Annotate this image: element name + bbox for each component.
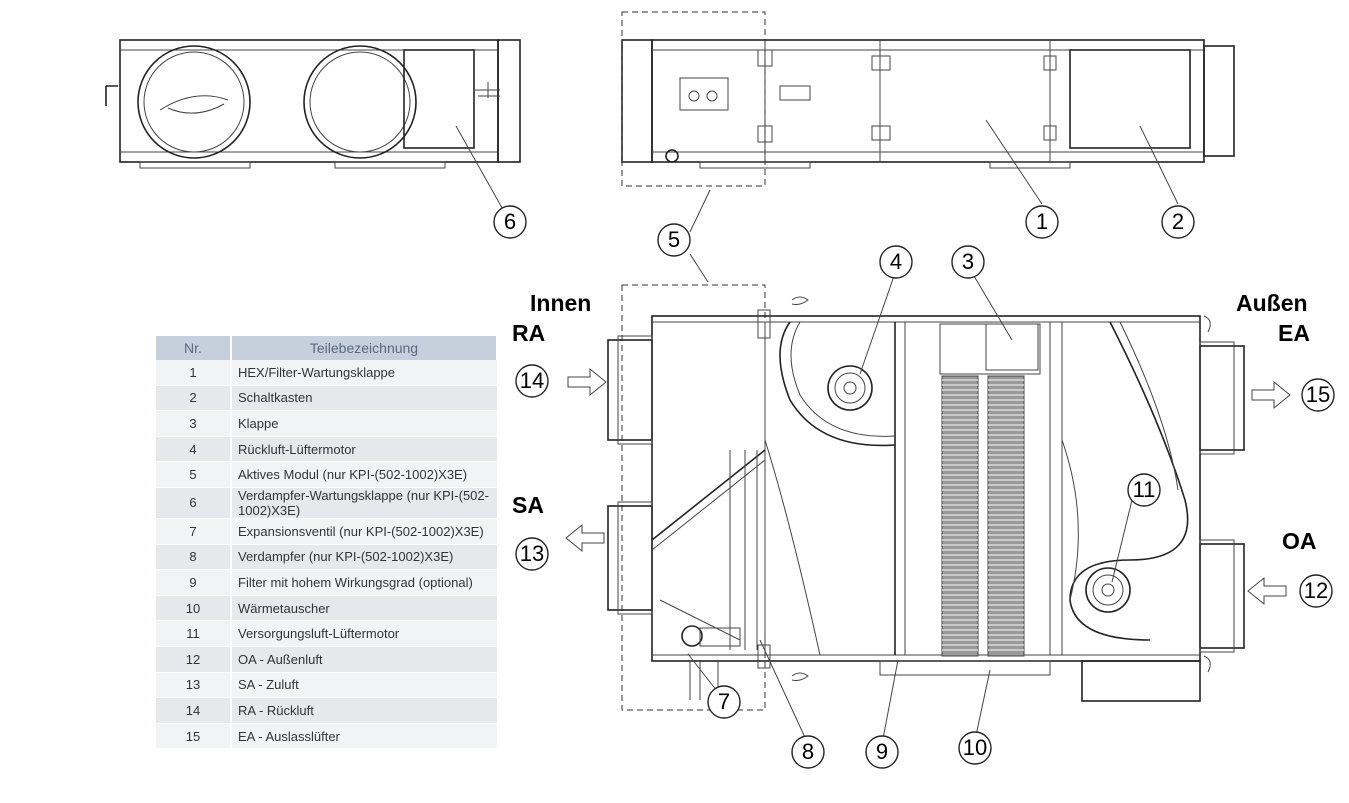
- row-number: 13: [156, 672, 232, 699]
- callout-11: 11: [1127, 473, 1161, 507]
- callout-2: 2: [1161, 205, 1195, 239]
- row-number: 14: [156, 697, 232, 724]
- row-number: 7: [156, 518, 232, 545]
- callout-number: 9: [876, 739, 888, 764]
- leader-lines: [455, 119, 1179, 745]
- row-description: Aktives Modul (nur KPI-(502-1002)X3E): [231, 461, 497, 488]
- callout-15: 15: [1301, 378, 1335, 412]
- row-description: Wärmetauscher: [231, 595, 497, 622]
- header-desc: Teilebezeichnung: [231, 336, 498, 360]
- callout-1: 1: [1025, 205, 1059, 239]
- row-description: OA - Außenluft: [231, 646, 497, 673]
- row-description: Verdampfer-Wartungsklappe (nur KPI-(502-…: [231, 487, 497, 519]
- heat-exchanger: [879, 323, 1201, 702]
- oa-label: OA: [1282, 528, 1317, 554]
- callout-number: 12: [1304, 578, 1328, 603]
- row-description: Filter mit hohem Wirkungsgrad (optional): [231, 569, 497, 596]
- callout-4: 4: [879, 245, 913, 279]
- callout-6: 6: [493, 205, 527, 239]
- callout-number: 5: [668, 227, 680, 252]
- row-number: 3: [156, 410, 232, 437]
- row-number: 12: [156, 646, 232, 673]
- callout-9: 9: [865, 735, 899, 769]
- callout-5: 5: [657, 223, 691, 257]
- callout-number: 6: [504, 209, 516, 234]
- oa-arrow-icon: [1247, 576, 1287, 606]
- callout-13: 13: [515, 537, 549, 571]
- callout-number: 1: [1036, 209, 1048, 234]
- callout-3: 3: [951, 245, 985, 279]
- row-description: Expansionsventil (nur KPI-(502-1002)X3E): [231, 518, 497, 545]
- callout-number: 10: [963, 735, 987, 760]
- row-number: 10: [156, 595, 232, 622]
- callout-number: 14: [520, 368, 544, 393]
- row-description: Rückluft-Lüftermotor: [231, 436, 497, 463]
- row-description: SA - Zuluft: [231, 672, 497, 699]
- callout-12: 12: [1299, 574, 1333, 608]
- row-number: 1: [156, 360, 232, 386]
- ea-label: EA: [1278, 320, 1310, 346]
- callout-number: 4: [890, 249, 902, 274]
- callout-number: 3: [962, 249, 974, 274]
- callout-number: 13: [520, 541, 544, 566]
- side-view-left: [105, 39, 521, 169]
- header-nr: Nr.: [156, 336, 232, 360]
- row-number: 6: [156, 487, 232, 519]
- callout-10: 10: [958, 731, 992, 765]
- row-description: Verdampfer (nur KPI-(502-1002)X3E): [231, 544, 497, 571]
- row-number: 11: [156, 620, 232, 647]
- row-number: 9: [156, 569, 232, 596]
- aussen-label: Außen: [1236, 290, 1308, 316]
- row-description: Schaltkasten: [231, 385, 497, 412]
- innen-label: Innen: [530, 290, 591, 316]
- plan-view: [607, 296, 1245, 700]
- row-number: 4: [156, 436, 232, 463]
- row-description: HEX/Filter-Wartungsklappe: [231, 360, 497, 386]
- callout-number: 11: [1133, 477, 1156, 502]
- row-description: Klappe: [231, 410, 497, 437]
- ra-label: RA: [512, 320, 545, 346]
- row-description: EA - Auslasslüfter: [231, 723, 497, 750]
- row-number: 5: [156, 461, 232, 488]
- callout-number: 2: [1172, 209, 1184, 234]
- callout-number: 7: [718, 689, 730, 714]
- callout-number: 15: [1306, 382, 1330, 407]
- ra-arrow-icon: [567, 367, 607, 397]
- row-number: 2: [156, 385, 232, 412]
- row-number: 15: [156, 723, 232, 750]
- callout-number: 8: [802, 739, 814, 764]
- callout-8: 8: [791, 735, 825, 769]
- active-module-frame-top: [621, 11, 766, 187]
- sa-arrow-icon: [565, 523, 605, 553]
- callout-14: 14: [515, 364, 549, 398]
- row-number: 8: [156, 544, 232, 571]
- ea-arrow-icon: [1251, 380, 1291, 410]
- row-description: RA - Rückluft: [231, 697, 497, 724]
- side-view-right: [621, 39, 1235, 169]
- callout-7: 7: [707, 685, 741, 719]
- row-description: Versorgungsluft-Lüftermotor: [231, 620, 497, 647]
- sa-label: SA: [512, 492, 544, 518]
